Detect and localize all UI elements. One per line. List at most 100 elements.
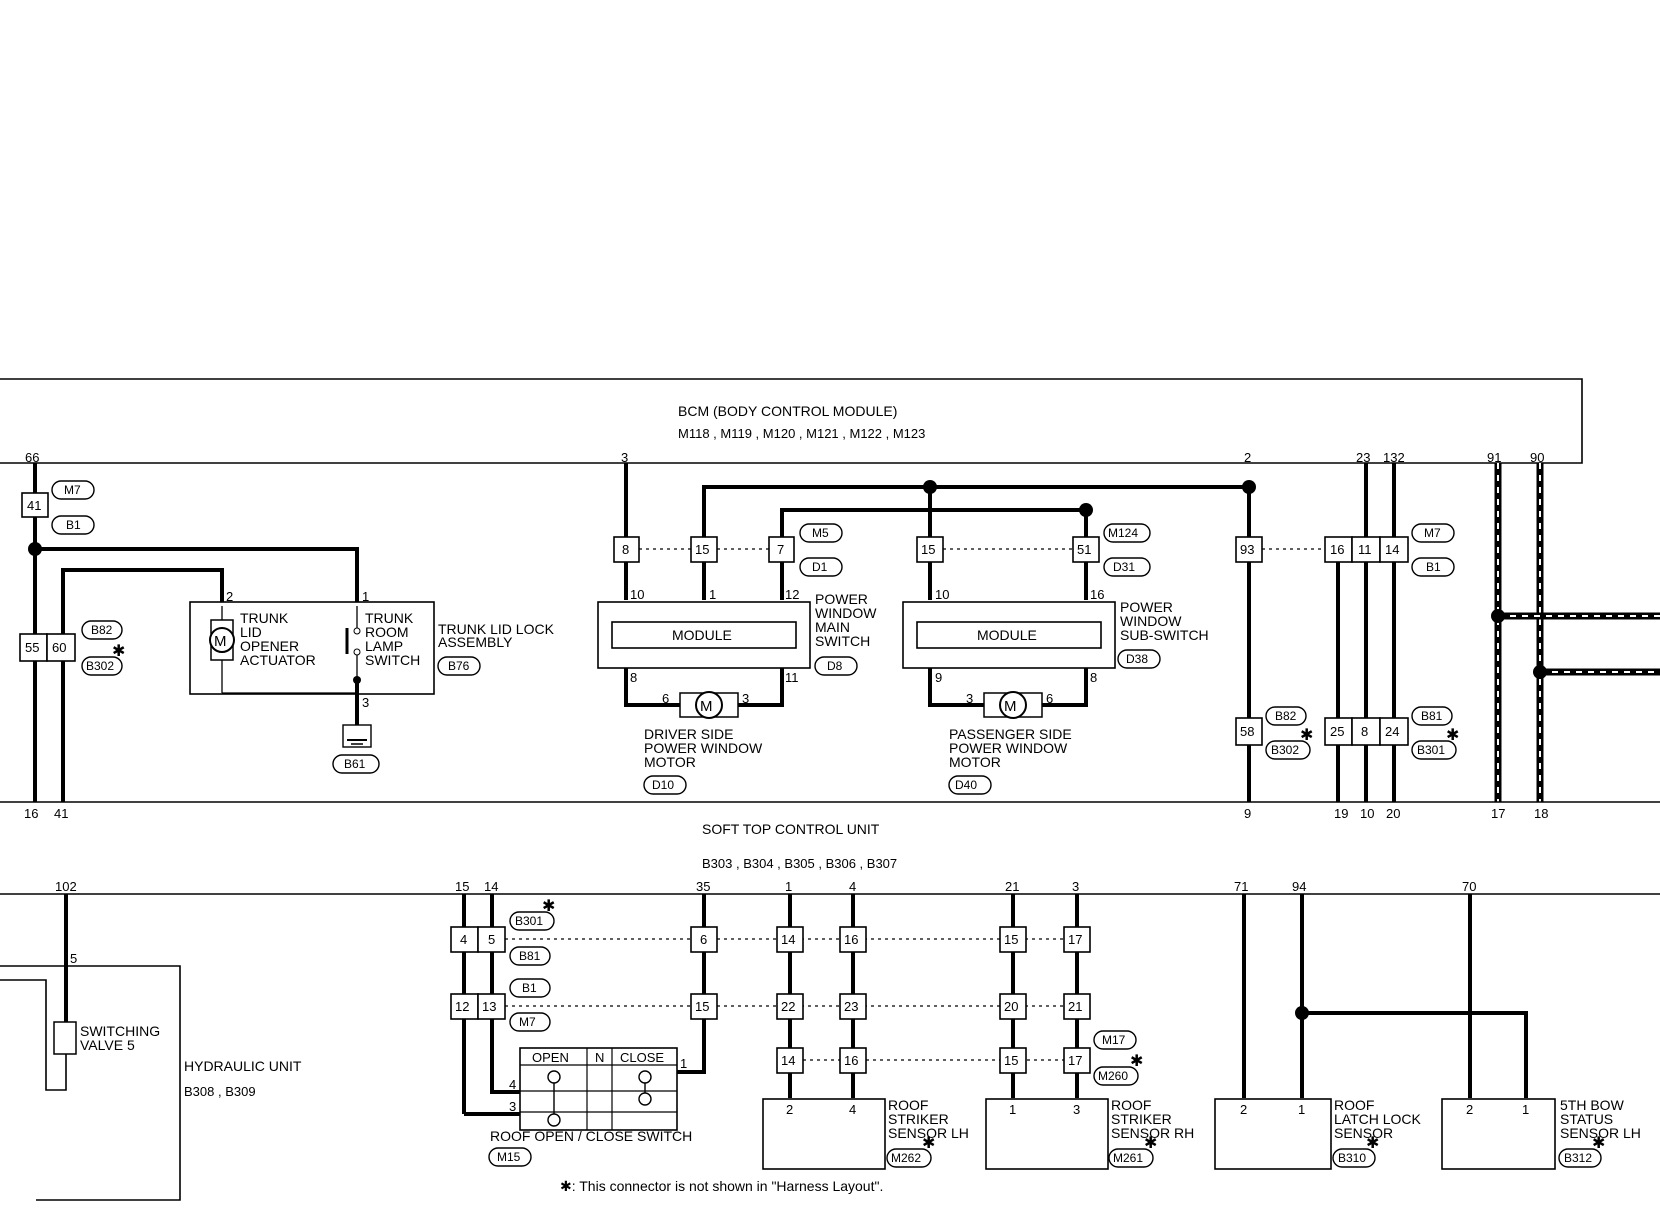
svg-text:1: 1 [785, 879, 792, 894]
svg-text:B312: B312 [1564, 1151, 1592, 1165]
svg-text:23: 23 [844, 999, 858, 1014]
svg-text:15: 15 [1004, 1053, 1018, 1068]
svg-text:22: 22 [781, 999, 795, 1014]
svg-text:71: 71 [1234, 879, 1248, 894]
svg-text:3: 3 [362, 695, 369, 710]
svg-text:SENSOR LH: SENSOR LH [1560, 1125, 1641, 1141]
svg-text:2: 2 [226, 589, 233, 604]
svg-text:M7: M7 [519, 1015, 536, 1029]
svg-text:✱: ✱ [1446, 727, 1459, 744]
bcm-pin: 23 [1356, 450, 1370, 465]
hydraulic-unit: 5 SWITCHING VALVE 5 HYDRAULIC UNIT B308 … [0, 894, 302, 1201]
svg-text:POWER: POWER [815, 591, 868, 607]
svg-text:SENSOR LH: SENSOR LH [888, 1125, 969, 1141]
svg-text:VALVE 5: VALVE 5 [80, 1037, 135, 1053]
svg-text:LAMP: LAMP [365, 638, 403, 654]
svg-text:✱: ✱ [112, 643, 125, 660]
svg-text:B81: B81 [1421, 709, 1443, 723]
svg-text:SWITCH: SWITCH [365, 652, 420, 668]
svg-text:B302: B302 [86, 659, 114, 673]
svg-text:SWITCH: SWITCH [815, 633, 870, 649]
svg-text:20: 20 [1386, 806, 1400, 821]
svg-text:3: 3 [1073, 1102, 1080, 1117]
svg-text:M: M [700, 698, 713, 715]
svg-text:B81: B81 [519, 949, 541, 963]
trunk-assembly-label: TRUNK LID LOCK [438, 621, 555, 637]
trunk-circuit: 41 55 60 2 1 M TRUNK LID OPENER ACTUATOR… [19, 463, 555, 821]
svg-text:✱: ✱ [542, 898, 555, 915]
svg-text:10: 10 [630, 587, 644, 602]
svg-text:OPEN: OPEN [532, 1050, 569, 1065]
svg-text:8: 8 [1361, 724, 1368, 739]
svg-text:M7: M7 [1424, 526, 1441, 540]
svg-text:93: 93 [1240, 542, 1254, 557]
svg-text:B308 , B309: B308 , B309 [184, 1084, 256, 1099]
svg-text:M5: M5 [812, 526, 829, 540]
svg-text:6: 6 [662, 691, 669, 706]
svg-text:9: 9 [935, 670, 942, 685]
svg-text:6: 6 [700, 932, 707, 947]
svg-text:41: 41 [54, 806, 68, 821]
bcm-pin: 3 [621, 450, 628, 465]
svg-text:1: 1 [362, 589, 369, 604]
svg-text:4: 4 [460, 932, 467, 947]
svg-text:10: 10 [1360, 806, 1374, 821]
hydraulic-label: HYDRAULIC UNIT [184, 1058, 302, 1074]
bcm-pin: 91 [1487, 450, 1501, 465]
svg-text:17: 17 [1491, 806, 1505, 821]
svg-text:8: 8 [1090, 670, 1097, 685]
svg-text:D1: D1 [812, 560, 828, 574]
svg-text:✱: ✱ [1144, 1135, 1157, 1152]
bcm-box: BCM (BODY CONTROL MODULE) M118 , M119 , … [0, 378, 1583, 465]
svg-text:LATCH LOCK: LATCH LOCK [1334, 1111, 1422, 1127]
svg-text:14: 14 [484, 879, 498, 894]
svg-text:3: 3 [966, 691, 973, 706]
svg-text:16: 16 [844, 1053, 858, 1068]
soft-top-control-unit: 9 19 10 20 17 18 SOFT TOP CONTROL UNIT B… [0, 806, 1660, 895]
svg-text:B1: B1 [522, 981, 537, 995]
svg-text:B1: B1 [66, 518, 81, 532]
svg-text:4: 4 [849, 1102, 856, 1117]
svg-text:✱: ✱ [1592, 1135, 1605, 1152]
svg-text:19: 19 [1334, 806, 1348, 821]
svg-text:94: 94 [1292, 879, 1306, 894]
svg-text:51: 51 [1077, 542, 1091, 557]
svg-text:2: 2 [786, 1102, 793, 1117]
svg-text:2: 2 [1240, 1102, 1247, 1117]
svg-text:M15: M15 [497, 1150, 521, 1164]
svg-text:17: 17 [1068, 1053, 1082, 1068]
svg-text:B310: B310 [1338, 1151, 1366, 1165]
svg-text:M7: M7 [64, 483, 81, 497]
bcm-pin: 90 [1530, 450, 1544, 465]
svg-text:11: 11 [785, 670, 799, 685]
svg-text:24: 24 [1385, 724, 1399, 739]
svg-text:3: 3 [1072, 879, 1079, 894]
svg-text:STRIKER: STRIKER [888, 1111, 949, 1127]
svg-text:8: 8 [622, 542, 629, 557]
roof-switch-label: ROOF OPEN / CLOSE SWITCH [490, 1128, 692, 1144]
bcm-right-wires: 93 16 11 14 58 25 8 24 [0, 463, 1660, 803]
svg-text:B301: B301 [515, 914, 543, 928]
svg-text:1: 1 [1009, 1102, 1016, 1117]
svg-text:WINDOW: WINDOW [815, 605, 877, 621]
svg-text:LID: LID [240, 624, 262, 640]
svg-text:PASSENGER SIDE: PASSENGER SIDE [949, 726, 1072, 742]
svg-text:D8: D8 [827, 659, 843, 673]
svg-text:60: 60 [52, 640, 66, 655]
svg-text:WINDOW: WINDOW [1120, 613, 1182, 629]
svg-text:M262: M262 [891, 1151, 921, 1165]
svg-text:3: 3 [509, 1099, 516, 1114]
svg-text:11: 11 [1358, 542, 1372, 557]
svg-text:M260: M260 [1098, 1069, 1128, 1083]
svg-text:7: 7 [777, 542, 784, 557]
svg-text:STRIKER: STRIKER [1111, 1111, 1172, 1127]
svg-text:15: 15 [1004, 932, 1018, 947]
svg-text:M17: M17 [1102, 1033, 1126, 1047]
svg-text:35: 35 [696, 879, 710, 894]
svg-text:B61: B61 [344, 757, 366, 771]
svg-text:POWER WINDOW: POWER WINDOW [644, 740, 763, 756]
svg-text:14: 14 [781, 1053, 795, 1068]
svg-text:9: 9 [1244, 806, 1251, 821]
pw-main-module: MODULE [672, 627, 732, 643]
svg-text:1: 1 [709, 587, 716, 602]
